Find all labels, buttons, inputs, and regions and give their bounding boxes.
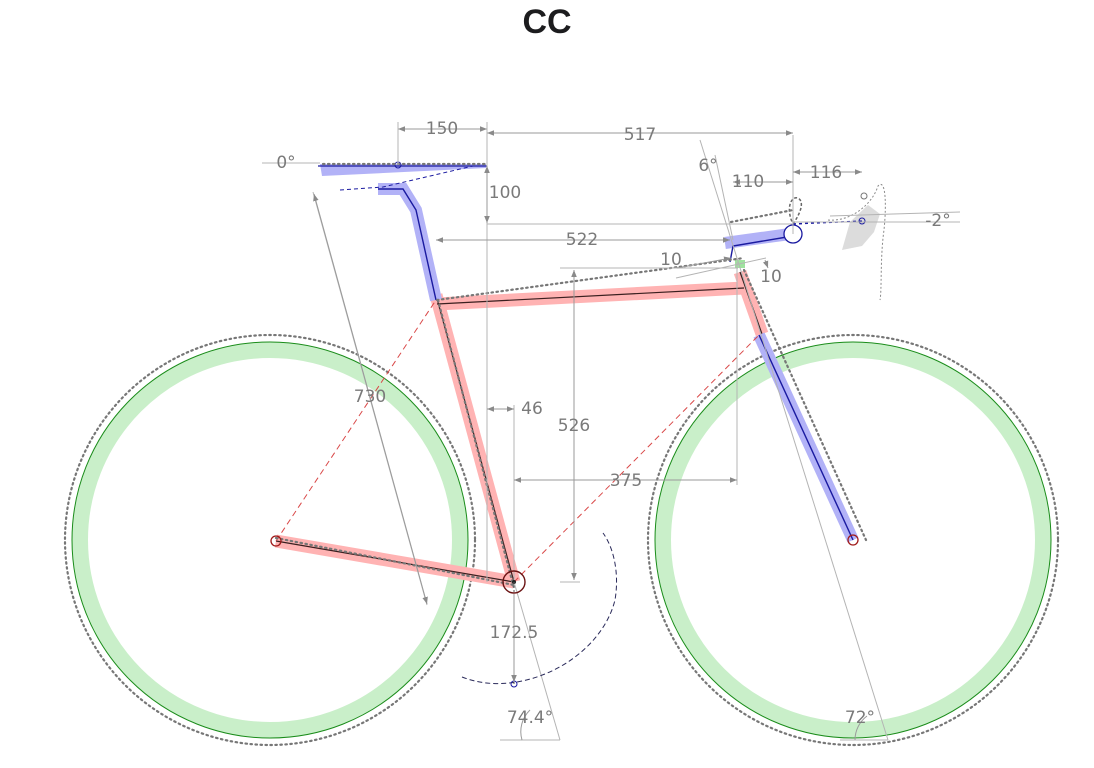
spacer-stack-label: 10	[660, 250, 682, 270]
stem	[724, 228, 791, 249]
stem-angle-label: 6°	[698, 156, 717, 176]
page-title: CC	[522, 3, 572, 41]
saddle-drop-label: 100	[489, 183, 521, 203]
saddle-setback-label: 150	[426, 119, 458, 139]
seat-height-label: 730	[354, 387, 386, 407]
handlebar	[788, 183, 886, 301]
saddle-angle-label: 0°	[276, 153, 295, 173]
dimension-labels: 150 517 0° 100 6° 110 116 -2° 522 10 10 …	[276, 119, 950, 728]
reach-label: 375	[610, 471, 642, 491]
crank-length-label: 172.5	[490, 623, 539, 643]
top-tube-reach-label: 522	[566, 230, 598, 250]
stack-label: 526	[558, 416, 590, 436]
headset-stack-label: 10	[760, 267, 782, 287]
front-wheel	[646, 333, 1060, 747]
bar-angle-label: -2°	[925, 211, 950, 231]
rear-axle-icon	[270, 535, 282, 547]
bb-offset-label: 46	[521, 399, 543, 419]
rear-wheel	[63, 333, 477, 747]
seat-angle-label: 74.4°	[507, 708, 553, 728]
saddle	[320, 164, 486, 176]
frame-highlight	[274, 269, 769, 589]
stem-length-label: 110	[732, 172, 764, 192]
components-highlight	[318, 161, 859, 543]
dimension-arrows	[313, 122, 868, 741]
reach-to-bars-label: 517	[624, 125, 656, 145]
head-angle-label: 72°	[845, 708, 875, 728]
brake-hood-icon	[842, 205, 880, 250]
bar-reach-label: 116	[810, 163, 842, 183]
front-axle-icon	[847, 534, 859, 546]
seatpost	[378, 183, 442, 302]
